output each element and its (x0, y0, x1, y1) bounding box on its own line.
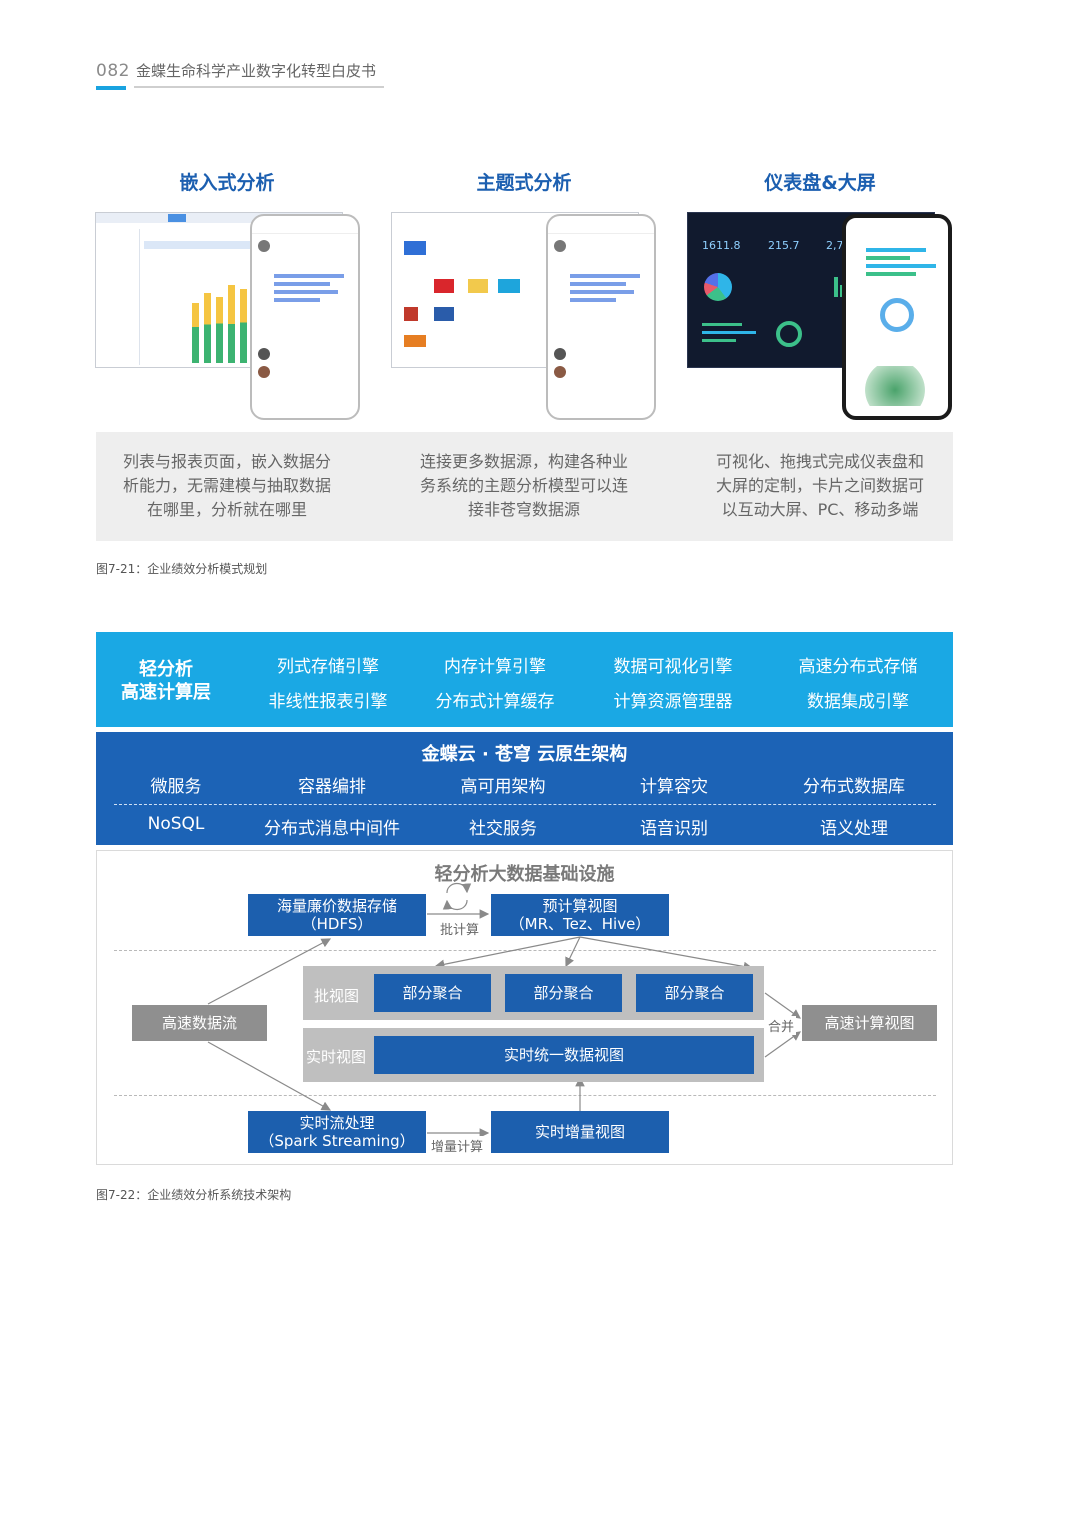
header-accent-bar (96, 86, 126, 90)
hdfs-storage-box: 海量廉价数据存储 （HDFS） (248, 894, 426, 936)
layer2-item: 分布式消息中间件 (264, 819, 400, 839)
phone-mockup (842, 214, 952, 420)
header-rule (134, 86, 384, 88)
layer1-item: 分布式计算缓存 (435, 692, 555, 712)
layer2-item: 计算容灾 (640, 777, 708, 797)
batch-view-label: 批视图 (314, 987, 360, 1005)
figure-caption-1: 图7-21：企业绩效分析模式规划 (96, 562, 268, 576)
layer3-title: 轻分析大数据基础设施 (434, 864, 615, 885)
realtime-incremental-view-box: 实时增量视图 (491, 1111, 669, 1153)
layer2-title: 金蝶云 · 苍穹 云原生架构 (421, 744, 628, 765)
layer2-item: NoSQL (147, 814, 205, 834)
phone-mockup (546, 214, 656, 420)
partial-aggregate-box: 部分聚合 (374, 974, 491, 1012)
description-dashboard: 可视化、拖拽式完成仪表盘和 大屏的定制，卡片之间数据可 以互动大屏、PC、移动多… (715, 452, 924, 519)
partial-aggregate-box: 部分聚合 (505, 974, 622, 1012)
layer1-item: 计算资源管理器 (613, 692, 733, 712)
layer3-divider-top (114, 950, 936, 951)
page-number: 082 (96, 61, 130, 81)
realtime-unified-view-box: 实时统一数据视图 (374, 1036, 754, 1074)
layer1-item: 列式存储引擎 (277, 657, 379, 677)
high-speed-stream-box: 高速数据流 (132, 1005, 267, 1041)
description-panel (96, 432, 953, 541)
description-thematic: 连接更多数据源，构建各种业 务系统的主题分析模型可以连 接非苍穹数据源 (419, 452, 628, 519)
realtime-view-label: 实时视图 (306, 1048, 367, 1066)
page-header: 082 金蝶生命科学产业数字化转型白皮书 (96, 60, 376, 88)
layer1-title: 轻分析 高速计算层 (121, 659, 211, 703)
layer1-item: 非线性报表引擎 (268, 692, 388, 712)
precompute-view-box: 预计算视图 （MR、Tez、Hive） (491, 894, 669, 936)
layer2-item: 语义处理 (820, 819, 888, 839)
book-title: 金蝶生命科学产业数字化转型白皮书 (135, 62, 376, 80)
layer2-item: 语音识别 (640, 819, 708, 839)
partial-aggregate-box: 部分聚合 (636, 974, 753, 1012)
thematic-analysis-screenshot (391, 210, 659, 422)
layer1-item: 数据集成引擎 (807, 692, 909, 712)
layer1-item: 内存计算引擎 (444, 657, 546, 677)
layer2-item: 微服务 (150, 777, 202, 797)
incremental-calc-label: 增量计算 (429, 1136, 486, 1155)
figure-caption-2: 图7-22：企业绩效分析系统技术架构 (96, 1188, 292, 1202)
layer2-item: 分布式数据库 (803, 777, 905, 797)
layer1-item: 数据可视化引擎 (613, 657, 733, 677)
layer2-item: 高可用架构 (460, 777, 546, 797)
layer1-item: 高速分布式存储 (798, 657, 918, 677)
light-analytics-compute-layer: 轻分析 高速计算层 列式存储引擎 内存计算引擎 数据可视化引擎 高速分布式存储 … (96, 632, 953, 727)
cloud-native-architecture-layer: 金蝶云 · 苍穹 云原生架构 微服务 容器编排 高可用架构 计算容灾 分布式数据… (96, 732, 953, 845)
layer2-item: 社交服务 (469, 819, 537, 839)
spark-streaming-box: 实时流处理 （Spark Streaming） (248, 1111, 426, 1153)
phone-mockup (250, 214, 360, 420)
layer3-divider-bottom (114, 1095, 936, 1096)
batch-calc-label: 批计算 (438, 919, 482, 938)
fast-compute-view-box: 高速计算视图 (802, 1005, 937, 1041)
column-title-embedded: 嵌入式分析 (179, 172, 275, 194)
description-embedded: 列表与报表页面，嵌入数据分 析能力，无需建模与抽取数据 在哪里，分析就在哪里 (122, 452, 331, 519)
embedded-analysis-screenshot (95, 210, 363, 422)
column-title-thematic: 主题式分析 (476, 172, 572, 194)
layer2-item: 容器编排 (298, 777, 366, 797)
column-title-dashboard: 仪表盘&大屏 (764, 172, 876, 194)
merge-label: 合并 (766, 1016, 797, 1035)
layer2-divider (114, 804, 936, 805)
dashboard-screenshot: 1611.8 215.7 2,7 (687, 210, 955, 422)
